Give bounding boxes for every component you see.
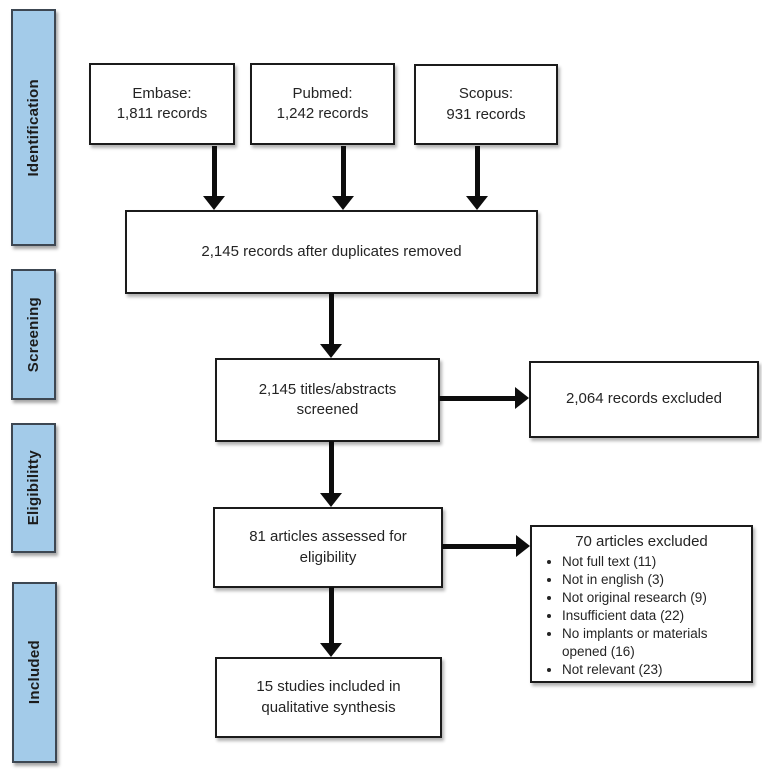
stage-label-eligibility: Eligibilitty xyxy=(25,450,42,526)
box-records-excluded: 2,064 records excluded xyxy=(529,361,759,438)
box-studies-included: 15 studies included in qualitative synth… xyxy=(215,657,442,738)
arrow-head xyxy=(515,387,529,409)
box-scopus-records: Scopus: 931 records xyxy=(414,64,558,145)
scopus-count: 931 records xyxy=(446,105,526,123)
pubmed-count: 1,242 records xyxy=(276,105,369,122)
sidebar-stage-screening: Screening xyxy=(11,269,56,400)
exclusion-reason-item: No implants or materials opened (16) xyxy=(562,625,743,661)
exclusion-reason-item: Not full text (11) xyxy=(562,553,743,571)
box-articles-assessed: 81 articles assessed for eligibility xyxy=(213,507,443,588)
screened-text-line1: 2,145 titles/abstracts xyxy=(258,380,397,398)
exclusion-reason-item: Not original research (9) xyxy=(562,589,743,607)
records-excluded-text: 2,064 records excluded xyxy=(566,390,722,408)
arrow-head xyxy=(332,196,354,210)
assessed-text-line2: eligibility xyxy=(299,548,357,566)
arrow-shaft xyxy=(211,146,217,198)
stage-label-included: Included xyxy=(26,640,43,705)
arrow-down-screened-to-assessed xyxy=(320,441,342,507)
pubmed-label: Pubmed: xyxy=(292,84,353,102)
assessed-text-line1: 81 articles assessed for xyxy=(249,528,407,546)
articles-excluded-title: 70 articles excluded xyxy=(575,533,708,550)
arrow-shaft xyxy=(340,146,346,198)
box-articles-excluded: 70 articles excluded Not full text (11) … xyxy=(530,525,753,683)
arrow-down-scopus-to-duplicates xyxy=(466,146,488,210)
arrow-down-duplicates-to-screened xyxy=(320,293,342,358)
exclusion-reason-item: Insufficient data (22) xyxy=(562,607,743,625)
arrow-head xyxy=(516,535,530,557)
included-text-line2: qualitative synthesis xyxy=(261,698,396,716)
arrow-head xyxy=(320,493,342,507)
scopus-label: Scopus: xyxy=(458,85,514,103)
stage-label-screening: Screening xyxy=(25,296,42,373)
arrow-head xyxy=(320,643,342,657)
arrow-shaft xyxy=(442,543,518,549)
sidebar-stage-identification: Identification xyxy=(11,9,56,246)
screened-text-line2: screened xyxy=(296,401,359,418)
sidebar-stage-eligibility: Eligibilitty xyxy=(11,423,56,553)
arrow-head xyxy=(466,196,488,210)
arrow-shaft xyxy=(439,395,517,401)
sidebar-stage-included: Included xyxy=(12,582,57,763)
arrow-right-assessed-to-excluded xyxy=(442,535,530,557)
arrow-shaft xyxy=(328,293,334,346)
box-pubmed-records: Pubmed: 1,242 records xyxy=(250,63,395,145)
arrow-right-screened-to-excluded xyxy=(439,387,529,409)
embase-label: Embase: xyxy=(132,84,192,102)
arrow-shaft xyxy=(328,587,334,645)
embase-count: 1,811 records xyxy=(116,105,208,122)
exclusion-reason-item: Not relevant (23) xyxy=(562,661,743,679)
arrow-head xyxy=(320,344,342,358)
stage-label-identification: Identification xyxy=(25,78,42,177)
arrow-head xyxy=(203,196,225,210)
exclusion-reason-item: Not in english (3) xyxy=(562,571,743,589)
box-duplicates-removed: 2,145 records after duplicates removed xyxy=(125,210,538,294)
box-titles-abstracts-screened: 2,145 titles/abstracts screened xyxy=(215,358,440,442)
included-text-line1: 15 studies included in xyxy=(256,678,401,696)
exclusion-reason-list: Not full text (11) Not in english (3) No… xyxy=(540,553,743,679)
arrow-down-embase-to-duplicates xyxy=(203,146,225,210)
arrow-shaft xyxy=(474,146,480,198)
arrow-down-assessed-to-included xyxy=(320,587,342,657)
duplicates-removed-text: 2,145 records after duplicates removed xyxy=(201,242,462,260)
box-embase-records: Embase: 1,811 records xyxy=(89,63,235,145)
arrow-down-pubmed-to-duplicates xyxy=(332,146,354,210)
arrow-shaft xyxy=(328,441,334,495)
